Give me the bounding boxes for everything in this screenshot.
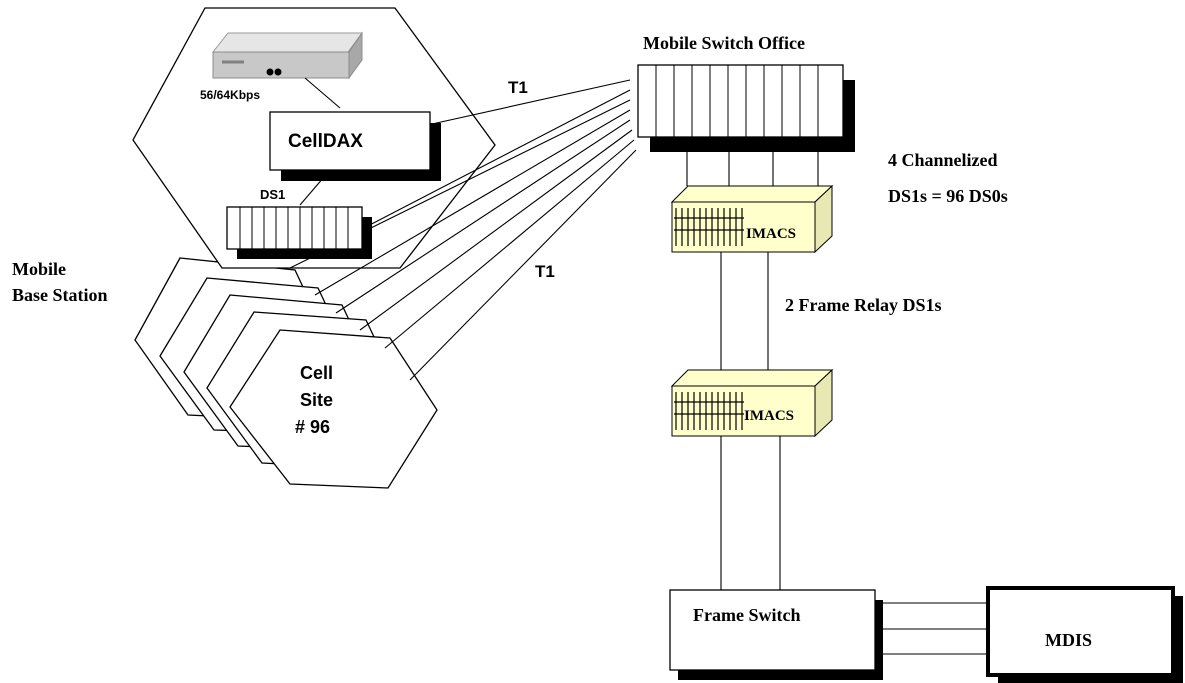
speed-label: 56/64Kbps [200, 88, 261, 102]
cell-site-hex [229, 329, 438, 489]
cell-site-label-line2: Site [300, 390, 334, 410]
frame-switch-box [669, 589, 876, 671]
imacs-top-device [670, 184, 834, 254]
frame-relay-label: 2 Frame Relay DS1s [785, 295, 942, 315]
t1-bottom-label: T1 [535, 262, 555, 281]
mobile-label: Mobile [12, 259, 66, 279]
ds1-shelf [226, 206, 372, 259]
imacs-bottom-label: IMACS [744, 408, 795, 424]
modem-device [211, 31, 363, 80]
imacs-bottom-device [670, 368, 834, 438]
mdis-label: MDIS [1045, 630, 1093, 650]
channelized-label-line1: 4 Channelized [888, 150, 998, 170]
cell-site-label-line3: # 96 [295, 417, 331, 437]
mobile-switch-office-label: Mobile Switch Office [643, 33, 805, 53]
base-station-label: Base Station [12, 285, 108, 305]
t1-top-label: T1 [508, 78, 528, 97]
celldax-box [269, 111, 431, 171]
ds1-label: DS1 [260, 187, 286, 202]
mobile-switch-office-rack [637, 64, 855, 152]
celldax-label: CellDAX [288, 131, 363, 152]
cell-site-stack [134, 257, 438, 489]
mdis-box [986, 586, 1175, 677]
led-icon [274, 68, 282, 76]
frame-switch-label: Frame Switch [693, 605, 801, 625]
imacs-top-label: IMACS [746, 226, 797, 242]
led-icon [266, 68, 274, 76]
cell-site-label-line1: Cell [300, 363, 334, 383]
channelized-label-line2: DS1s = 96 DS0s [888, 186, 1008, 206]
